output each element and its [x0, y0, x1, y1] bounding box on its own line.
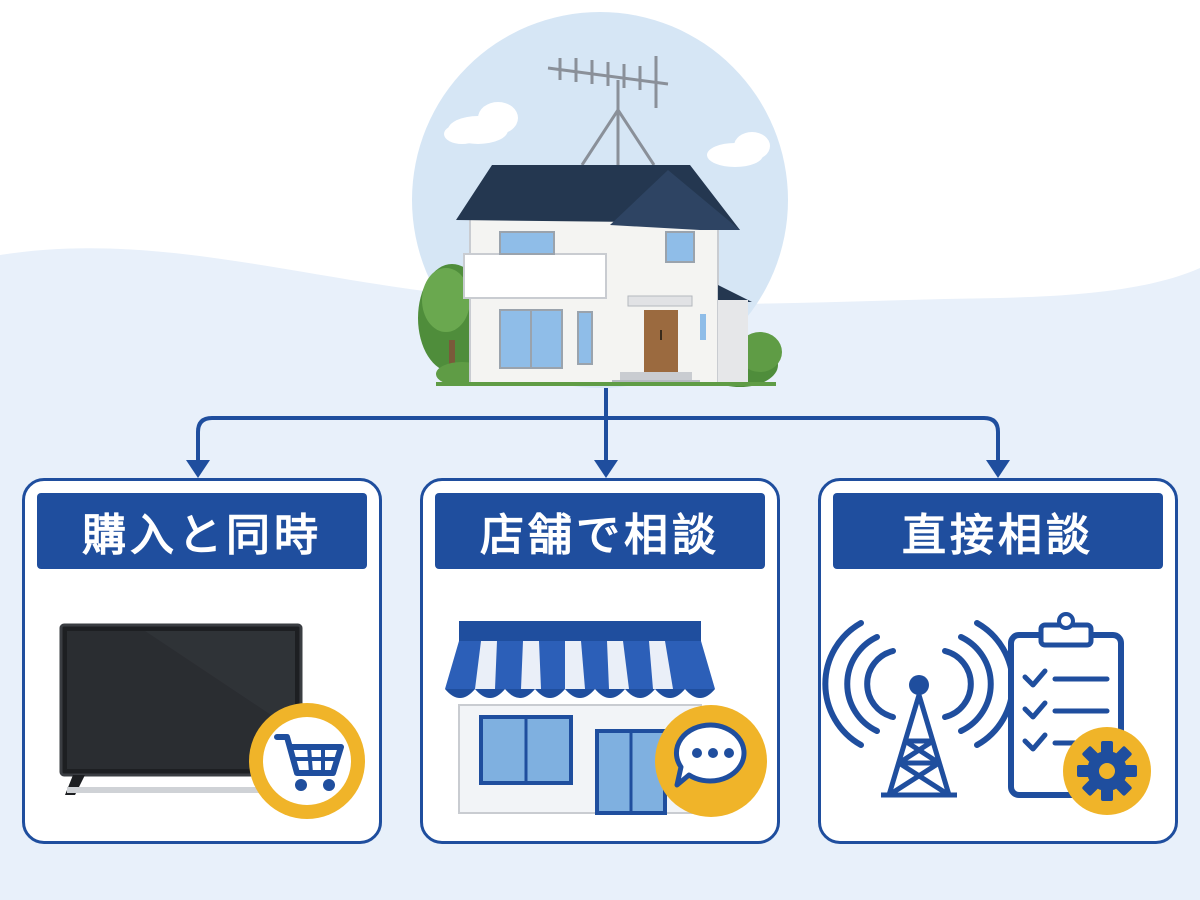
connector-lines	[196, 388, 1000, 462]
clipboard-gear-icon	[1008, 612, 1151, 815]
card-store: 店舗で相談	[420, 478, 780, 844]
arrow-down-icon	[186, 460, 210, 478]
card-title: 直接相談	[833, 493, 1163, 569]
shopping-cart-icon	[249, 703, 365, 819]
broadcast-tower-icon	[822, 612, 1151, 815]
card-direct: 直接相談	[818, 478, 1178, 844]
storefront-icon	[445, 621, 767, 817]
tv-icon	[59, 623, 365, 819]
arrow-down-icon	[986, 460, 1010, 478]
card-title: 購入と同時	[37, 493, 367, 569]
house-with-antenna-icon	[412, 12, 788, 388]
speech-bubble-icon	[655, 705, 767, 817]
card-purchase: 購入と同時	[22, 478, 382, 844]
arrow-down-icon	[594, 460, 618, 478]
card-title: 店舗で相談	[435, 493, 765, 569]
